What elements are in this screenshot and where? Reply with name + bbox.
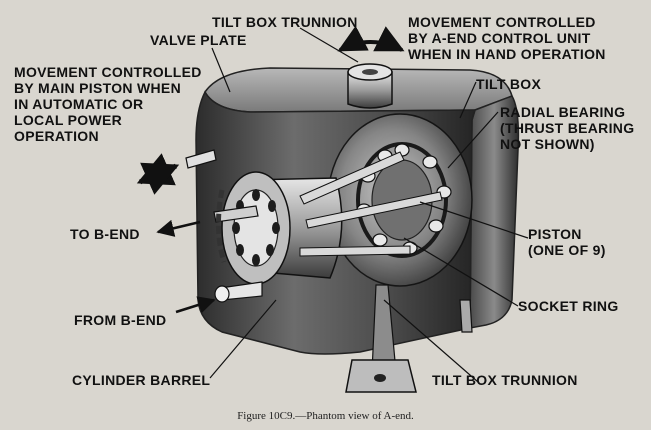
label-tilt-box: TILT BOX [476, 76, 542, 92]
label-cylinder-barrel: CYLINDER BARREL [72, 372, 211, 388]
housing-side [469, 95, 520, 329]
to-b-end-arrow [156, 219, 201, 237]
main-piston-rod [185, 149, 217, 169]
label-tilt-box-trunnion-top: TILT BOX TRUNNION [212, 14, 358, 30]
figure-caption: Figure 10C9.—Phantom view of A-end. [0, 410, 651, 422]
top-trunnion [347, 71, 393, 109]
rotation-arrow [337, 25, 405, 52]
valve-plate-segments [215, 189, 227, 263]
from-b-end-arrow [175, 296, 216, 314]
mounting-leg [459, 299, 473, 333]
piston-rods [299, 151, 443, 257]
figure-number: Figure 10C9. [237, 410, 296, 422]
from-b-end-port [214, 285, 230, 303]
figure-caption-text: —Phantom view of A-end. [295, 410, 414, 422]
leader-lines [209, 27, 529, 383]
label-piston: PISTON (ONE OF 9) [528, 226, 606, 258]
label-to-b-end: TO B-END [70, 226, 140, 242]
label-movement-auto: MOVEMENT CONTROLLED BY MAIN PISTON WHEN … [14, 64, 202, 144]
to-b-end-pipe [213, 205, 259, 223]
label-from-b-end: FROM B-END [74, 312, 167, 328]
translation-arrow [136, 153, 180, 195]
label-radial-bearing: RADIAL BEARING (THRUST BEARING NOT SHOWN… [500, 104, 635, 152]
label-movement-hand: MOVEMENT CONTROLLED BY A-END CONTROL UNI… [408, 14, 606, 62]
label-valve-plate: VALVE PLATE [150, 32, 247, 48]
label-socket-ring: SOCKET RING [518, 298, 619, 314]
label-tilt-box-trunnion-bottom: TILT BOX TRUNNION [432, 372, 578, 388]
